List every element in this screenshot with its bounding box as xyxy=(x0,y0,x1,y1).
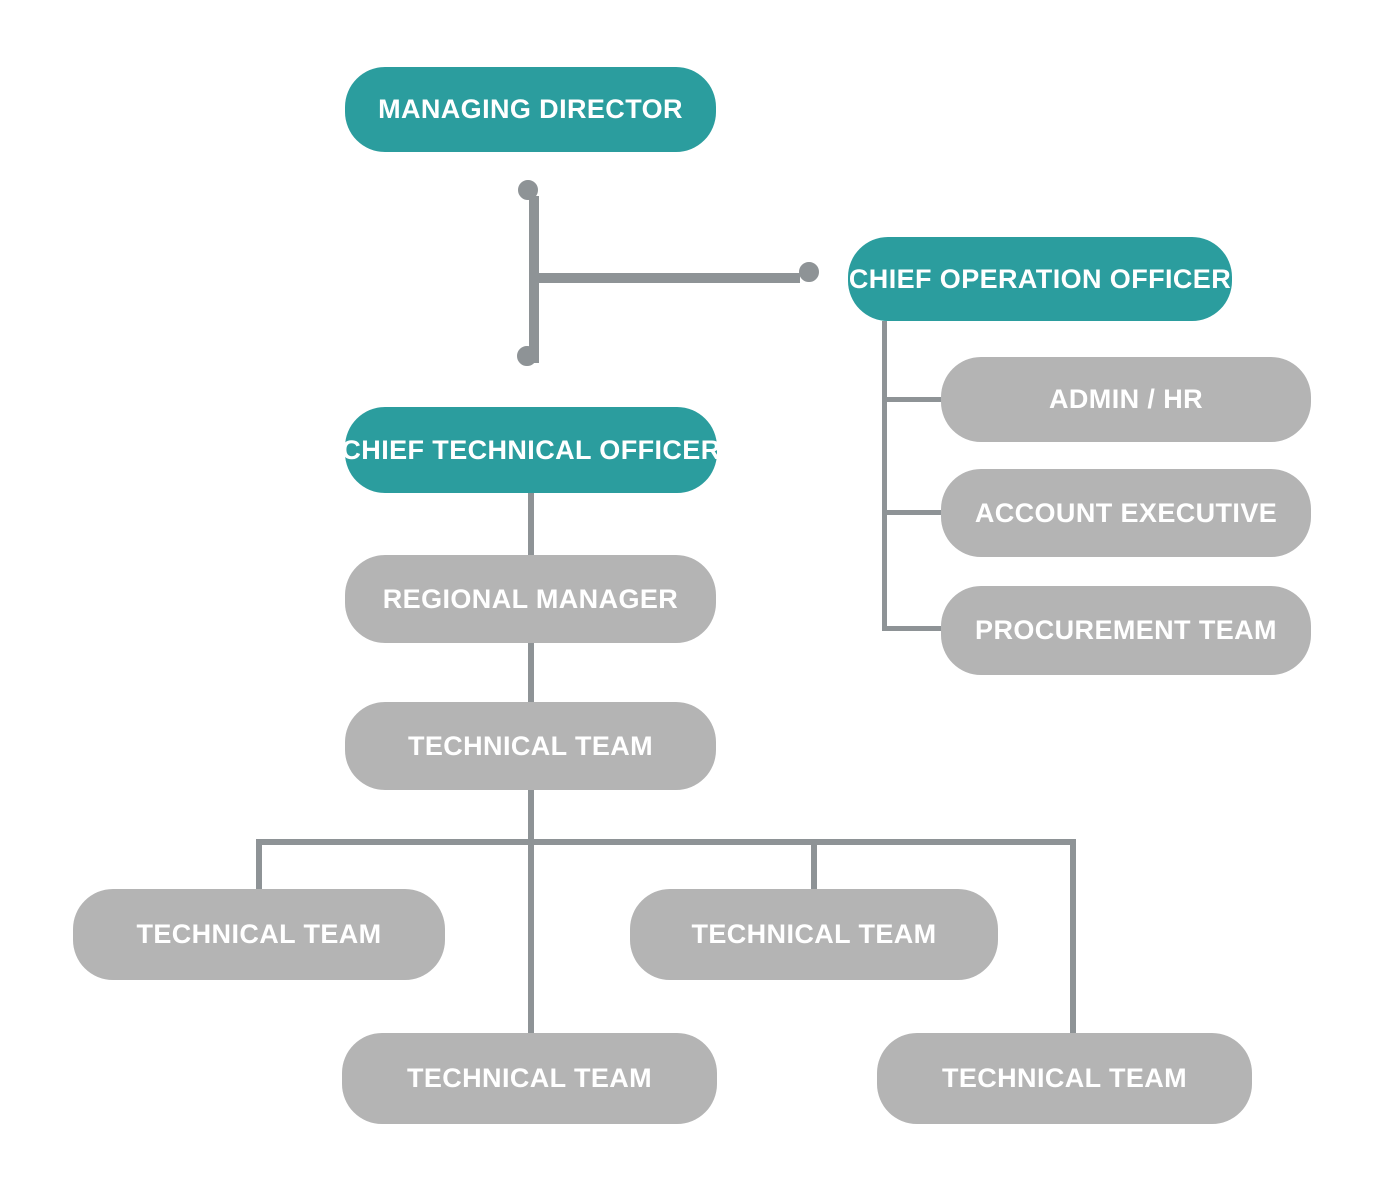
node-admin-hr-label: ADMIN / HR xyxy=(1049,384,1203,414)
node-regional-manager-label: REGIONAL MANAGER xyxy=(382,583,679,614)
node-technical-team-1: TECHNICAL TEAM xyxy=(73,889,445,980)
node-technical-team-1-label: TECHNICAL TEAM xyxy=(136,919,382,949)
node-technical-team-3: TECHNICAL TEAM xyxy=(342,1033,717,1124)
connector-ring-bottom xyxy=(517,346,537,366)
node-chief-technical-officer: CHIEF TECHNICAL OFFICER xyxy=(341,407,720,493)
cto-to-regional-manager-line xyxy=(528,492,534,556)
node-account-executive-label: ACCOUNT EXECUTIVE xyxy=(974,497,1278,528)
connector-trunk-horizontal-line xyxy=(534,273,800,283)
node-technical-team-lead: TECHNICAL TEAM xyxy=(345,702,716,790)
coo-branch-stub-admin-hr xyxy=(885,397,941,402)
technical-team-drop-middle-line xyxy=(811,842,817,890)
node-account-executive: ACCOUNT EXECUTIVE xyxy=(941,469,1311,557)
node-technical-team-lead-label: TECHNICAL TEAM xyxy=(407,730,654,761)
regional-manager-to-technical-team-line xyxy=(528,642,534,703)
node-technical-team-4: TECHNICAL TEAM xyxy=(877,1033,1252,1124)
node-technical-team-4-label: TECHNICAL TEAM xyxy=(941,1063,1188,1093)
node-technical-team-2-label: TECHNICAL TEAM xyxy=(691,919,937,949)
node-chief-technical-officer-label: CHIEF TECHNICAL OFFICER xyxy=(341,434,721,465)
node-procurement-team-label: PROCUREMENT TEAM xyxy=(975,615,1277,645)
node-managing-director-label: MANAGING DIRECTOR xyxy=(378,94,683,124)
technical-team-center-drop-line xyxy=(528,789,534,1034)
node-admin-hr: ADMIN / HR xyxy=(941,357,1311,442)
node-technical-team-2: TECHNICAL TEAM xyxy=(630,889,998,980)
connector-ring-right xyxy=(799,262,819,282)
technical-team-drop-left-line xyxy=(256,842,262,890)
node-managing-director: MANAGING DIRECTOR xyxy=(345,67,716,152)
node-regional-manager: REGIONAL MANAGER xyxy=(345,555,716,643)
connector-ring-top xyxy=(518,180,538,200)
node-technical-team-3-label: TECHNICAL TEAM xyxy=(406,1063,653,1093)
coo-branch-vertical-line xyxy=(882,321,887,631)
technical-team-branch-horizontal-line xyxy=(256,839,1076,845)
technical-team-drop-right-line xyxy=(1070,842,1076,1034)
coo-branch-stub-account-executive xyxy=(885,510,941,515)
node-chief-operation-officer-label: CHIEF OPERATION OFFICER xyxy=(848,263,1232,294)
coo-branch-stub-procurement-team xyxy=(885,626,941,631)
node-procurement-team: PROCUREMENT TEAM xyxy=(941,586,1311,675)
node-chief-operation-officer: CHIEF OPERATION OFFICER xyxy=(848,237,1232,321)
